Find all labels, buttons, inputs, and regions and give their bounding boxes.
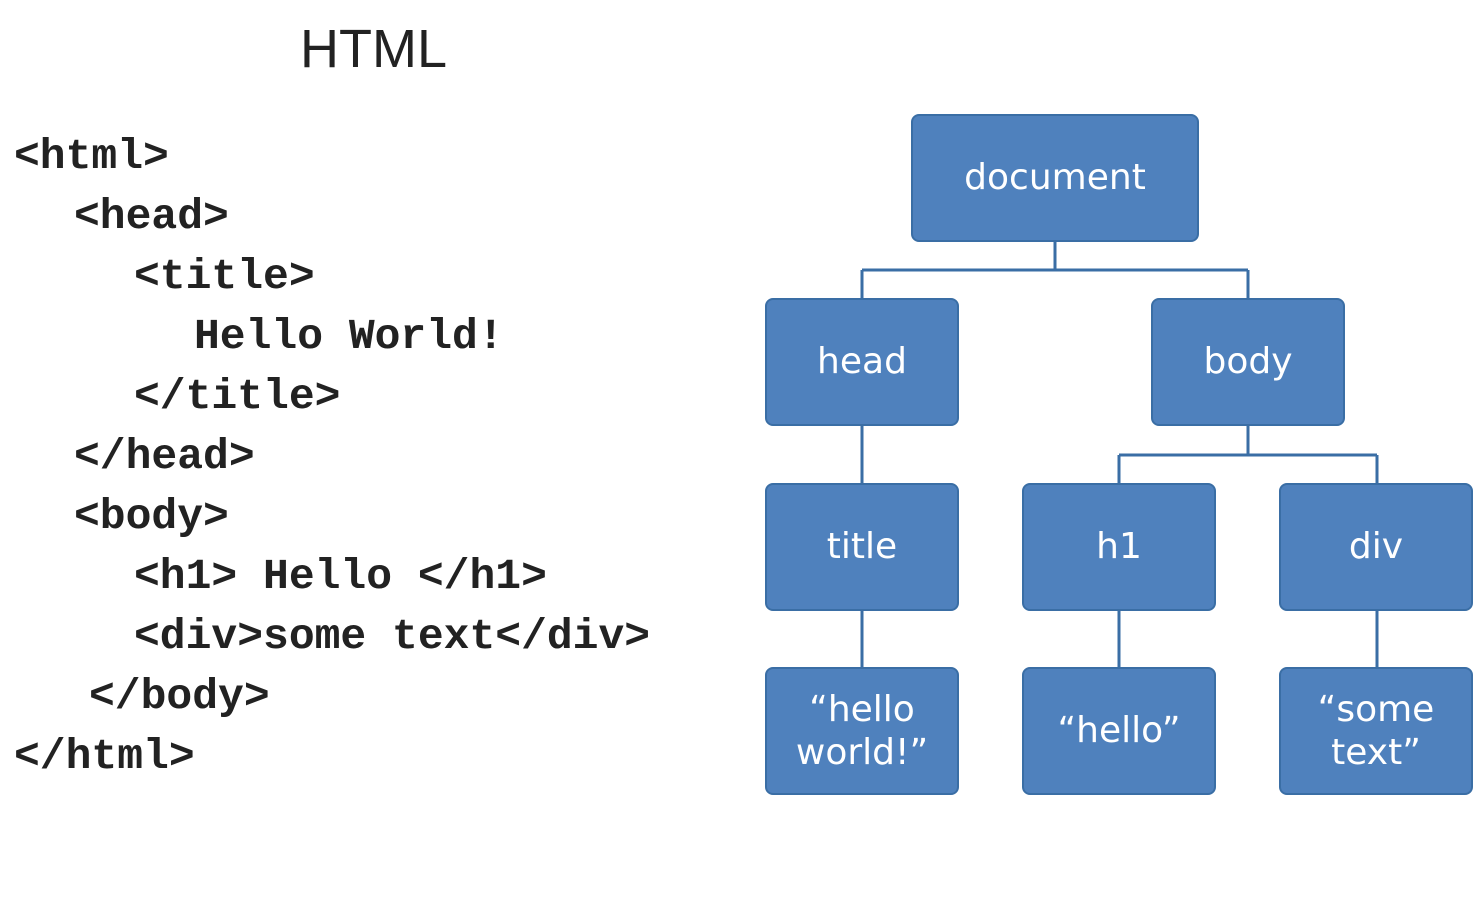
node-h1: h1 <box>1022 483 1216 611</box>
node-title-label: title <box>826 526 898 568</box>
code-line-title-close: </title> <box>134 372 341 421</box>
code-line-html-open: <html> <box>14 132 169 181</box>
code-line-title-open: <title> <box>134 252 315 301</box>
node-hello-world-line1: “hello <box>809 688 915 730</box>
node-document-label: document <box>964 157 1146 199</box>
node-hello-label: “hello” <box>1057 710 1181 752</box>
node-some-text: “some text” <box>1279 667 1473 795</box>
node-div-label: div <box>1348 526 1404 568</box>
node-h1-label: h1 <box>1096 526 1142 568</box>
node-document: document <box>911 114 1199 242</box>
code-line-head-open: <head> <box>74 192 229 241</box>
node-body-label: body <box>1203 341 1293 383</box>
node-head-label: head <box>817 341 907 383</box>
node-div: div <box>1279 483 1473 611</box>
node-title: title <box>765 483 959 611</box>
node-hello-world-text: “hello world!” <box>765 667 959 795</box>
node-body: body <box>1151 298 1345 426</box>
connector-body-children <box>1117 426 1379 484</box>
code-line-title-text: Hello World! <box>194 312 504 361</box>
node-hello-text: “hello” <box>1022 667 1216 795</box>
page-title: HTML <box>300 19 447 79</box>
node-some-text-line2: text” <box>1331 732 1421 773</box>
node-head: head <box>765 298 959 426</box>
connector-document-children <box>860 241 1250 299</box>
node-hello-world-line2: world!” <box>795 732 929 773</box>
code-line-h1: <h1> Hello </h1> <box>134 552 547 601</box>
node-some-text-line1: “some <box>1317 688 1435 730</box>
code-line-head-close: </head> <box>74 432 255 481</box>
code-line-body-close: </body> <box>89 672 270 721</box>
code-line-body-open: <body> <box>74 492 229 541</box>
code-line-div: <div>some text</div> <box>134 612 651 661</box>
code-line-html-close: </html> <box>14 732 195 781</box>
